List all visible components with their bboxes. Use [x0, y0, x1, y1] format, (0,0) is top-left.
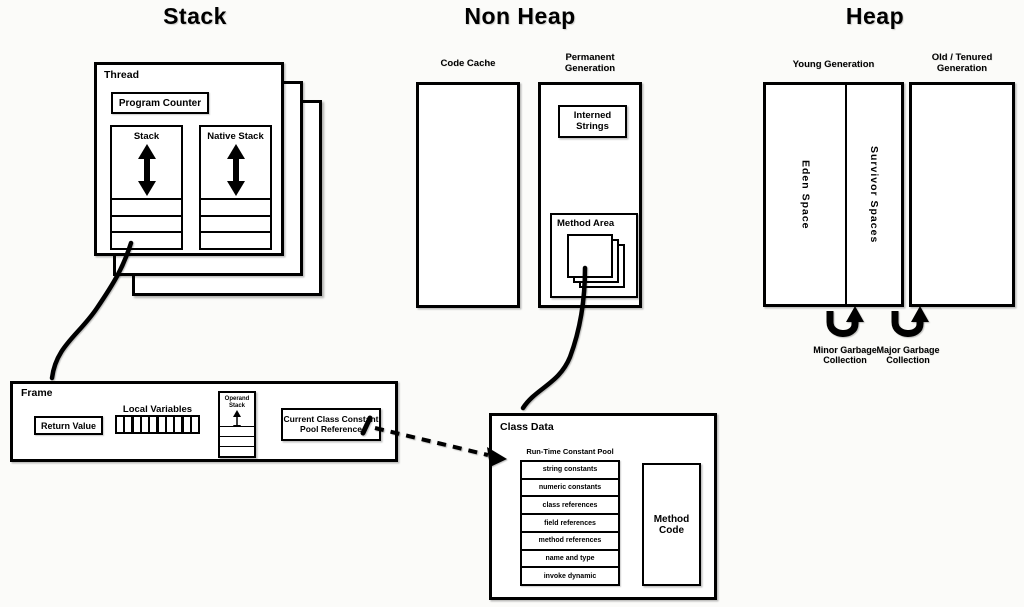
method-area-box: Method Area: [550, 213, 638, 298]
native-stack-frames-stripes: [201, 198, 270, 249]
method-code-box: Method Code: [642, 463, 701, 586]
local-variables-cells: [115, 415, 200, 434]
pool-row: field references: [522, 513, 618, 531]
bidirectional-arrow-icon: [226, 144, 245, 196]
minor-gc-u-turn-arrow-icon: [826, 311, 859, 337]
minor-gc-arrowhead: [846, 306, 864, 322]
young-generation-box: Eden Space Survivor Spaces: [763, 82, 904, 307]
operand-stack-label: Operand Stack: [224, 396, 250, 409]
pool-row: invoke dynamic: [522, 566, 618, 585]
permanent-generation-label: Permanent Generation: [564, 52, 616, 74]
bidirectional-arrow-icon: [137, 144, 156, 196]
major-gc-label: Major Garbage Collection: [876, 345, 940, 365]
pool-row: method references: [522, 530, 618, 549]
pool-row: numeric constants: [522, 477, 618, 496]
code-cache-label: Code Cache: [440, 58, 496, 69]
pool-row: class references: [522, 495, 618, 514]
current-class-constant-pool-reference-box: Current Class Constant Pool Reference: [281, 408, 381, 441]
heap-section-title: Heap: [845, 3, 905, 29]
pool-row: name and type: [522, 548, 618, 567]
stack-subbox-label: Stack: [133, 131, 160, 142]
program-counter-box: Program Counter: [111, 92, 209, 114]
permanent-generation-box: Interned Strings Method Area: [538, 82, 642, 308]
stack-frames-stripes: [112, 198, 181, 249]
operand-stack-stripes: [220, 426, 254, 456]
old-tenured-generation-box: [909, 82, 1015, 307]
survivor-spaces-region: Survivor Spaces: [847, 85, 901, 304]
eden-space-label: Eden Space: [799, 159, 812, 230]
runtime-constant-pool-table: string constants numeric constants class…: [520, 460, 620, 586]
pool-row: string constants: [522, 462, 618, 478]
runtime-constant-pool-label: Run-Time Constant Pool: [526, 447, 614, 456]
non-heap-section-title: Non Heap: [464, 3, 576, 29]
return-value-box: Return Value: [34, 416, 103, 435]
class-data-box: Class Data Run-Time Constant Pool string…: [489, 413, 717, 600]
frame-box: Frame Return Value Local Variables Opera…: [10, 381, 398, 462]
old-tenured-generation-label: Old / Tenured Generation: [931, 52, 993, 74]
class-sheet-front: [567, 234, 613, 278]
thread-box: Thread Program Counter Stack Native Stac…: [94, 62, 284, 256]
code-cache-box: [416, 82, 520, 308]
stack-section-title: Stack: [163, 3, 227, 29]
major-gc-u-turn-arrow-icon: [891, 311, 924, 337]
native-stack-subbox: Native Stack: [199, 125, 272, 250]
interned-strings-box: Interned Strings: [558, 105, 627, 138]
local-variables-label: Local Variables: [122, 404, 193, 415]
native-stack-label: Native Stack: [207, 131, 264, 142]
class-data-label: Class Data: [500, 421, 554, 433]
eden-space-region: Eden Space: [766, 85, 847, 304]
thread-label: Thread: [104, 69, 140, 81]
stack-subbox: Stack: [110, 125, 183, 250]
major-gc-arrowhead: [911, 306, 929, 322]
young-generation-label: Young Generation: [792, 59, 875, 70]
method-area-label: Method Area: [557, 218, 615, 229]
minor-gc-label: Minor Garbage Collection: [813, 345, 877, 365]
survivor-spaces-label: Survivor Spaces: [868, 145, 880, 244]
frame-label: Frame: [21, 387, 53, 399]
operand-stack-box: Operand Stack: [218, 391, 256, 458]
